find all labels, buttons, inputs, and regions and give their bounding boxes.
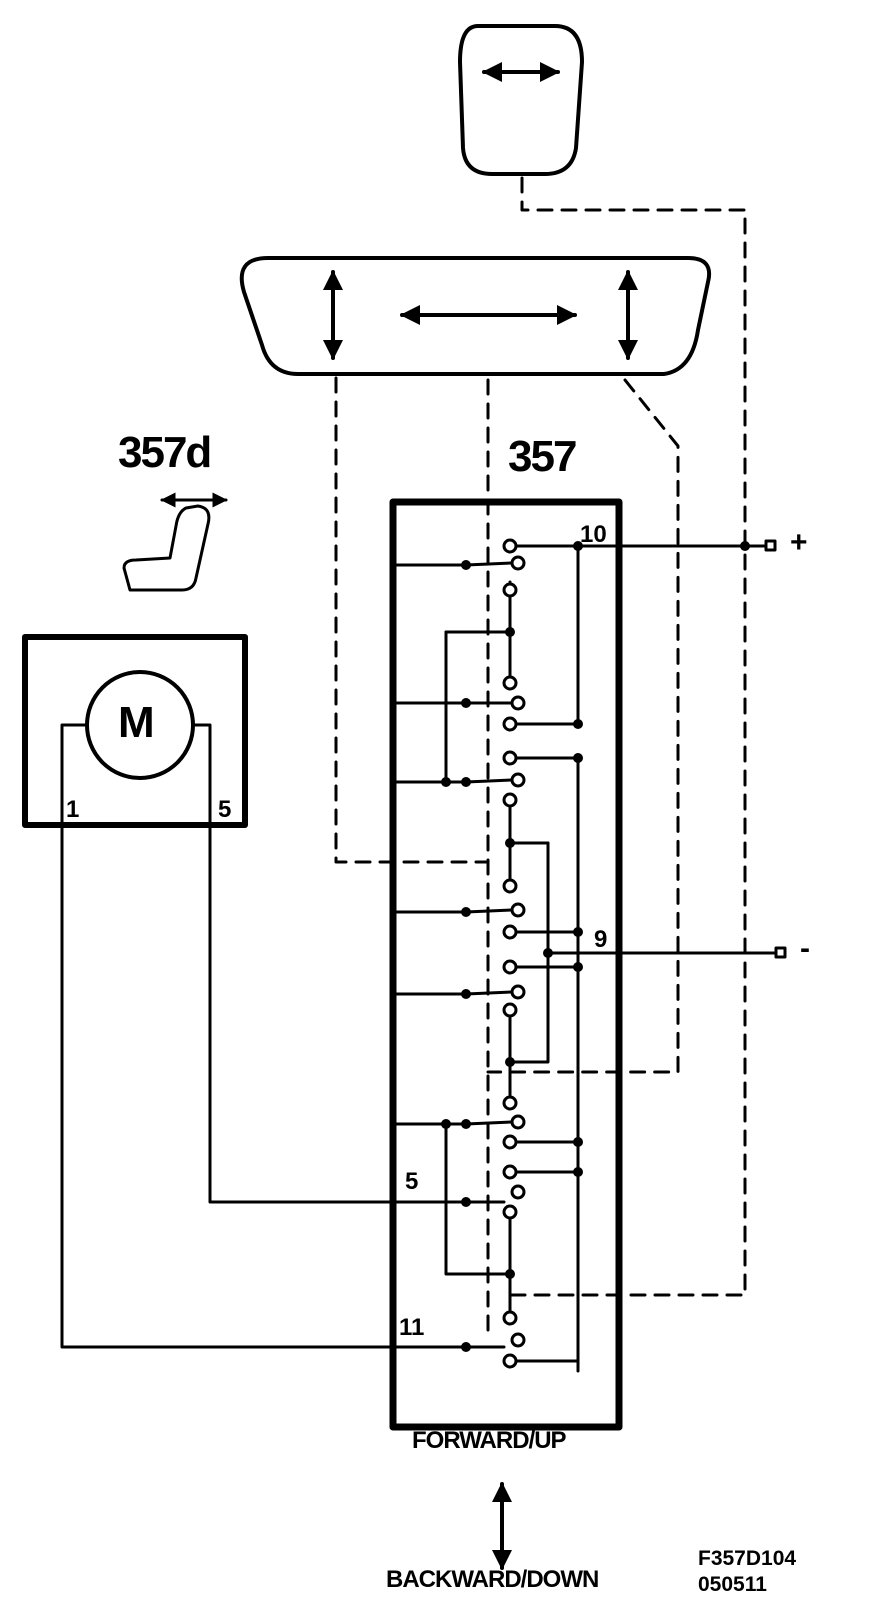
switch-component-label: 357: [508, 432, 577, 481]
switch-pin-10-label: 10: [580, 521, 607, 548]
wire-motor-pin5: [208, 830, 506, 1204]
control-bar[interactable]: [239, 256, 711, 376]
switch-box: [389, 498, 623, 1431]
terminal-minus-label: -: [800, 932, 810, 965]
direction-backward-label: BACKWARD/DOWN: [386, 1566, 599, 1593]
figure-date: 050511: [698, 1573, 767, 1596]
motor-pin-1-label: 1: [66, 796, 80, 823]
switch-contacts: [394, 544, 580, 1373]
terminal-plus-connector: [764, 539, 777, 552]
motor-pin-5-label: 5: [218, 796, 232, 823]
wire-motor-pin1: [60, 830, 506, 1349]
switch-pin-11-label: 11: [399, 1314, 425, 1341]
mechanical-linkages: [334, 176, 747, 1342]
figure-code: F357D104: [698, 1547, 797, 1570]
motor-symbol: M: [118, 698, 155, 747]
terminal-minus-connector: [774, 946, 787, 959]
seat-icon: [122, 492, 228, 592]
junction-dots: [441, 541, 750, 1352]
direction-forward-label: FORWARD/UP: [412, 1427, 567, 1454]
motor-component-label: 357d: [118, 428, 212, 477]
knob-top[interactable]: [458, 24, 584, 176]
switch-pin-9-label: 9: [594, 926, 608, 953]
motor-box: [22, 634, 248, 828]
switch-pin-5-label: 5: [405, 1168, 419, 1195]
terminal-plus-label: +: [790, 526, 808, 559]
contact-terminals: [502, 538, 526, 1369]
